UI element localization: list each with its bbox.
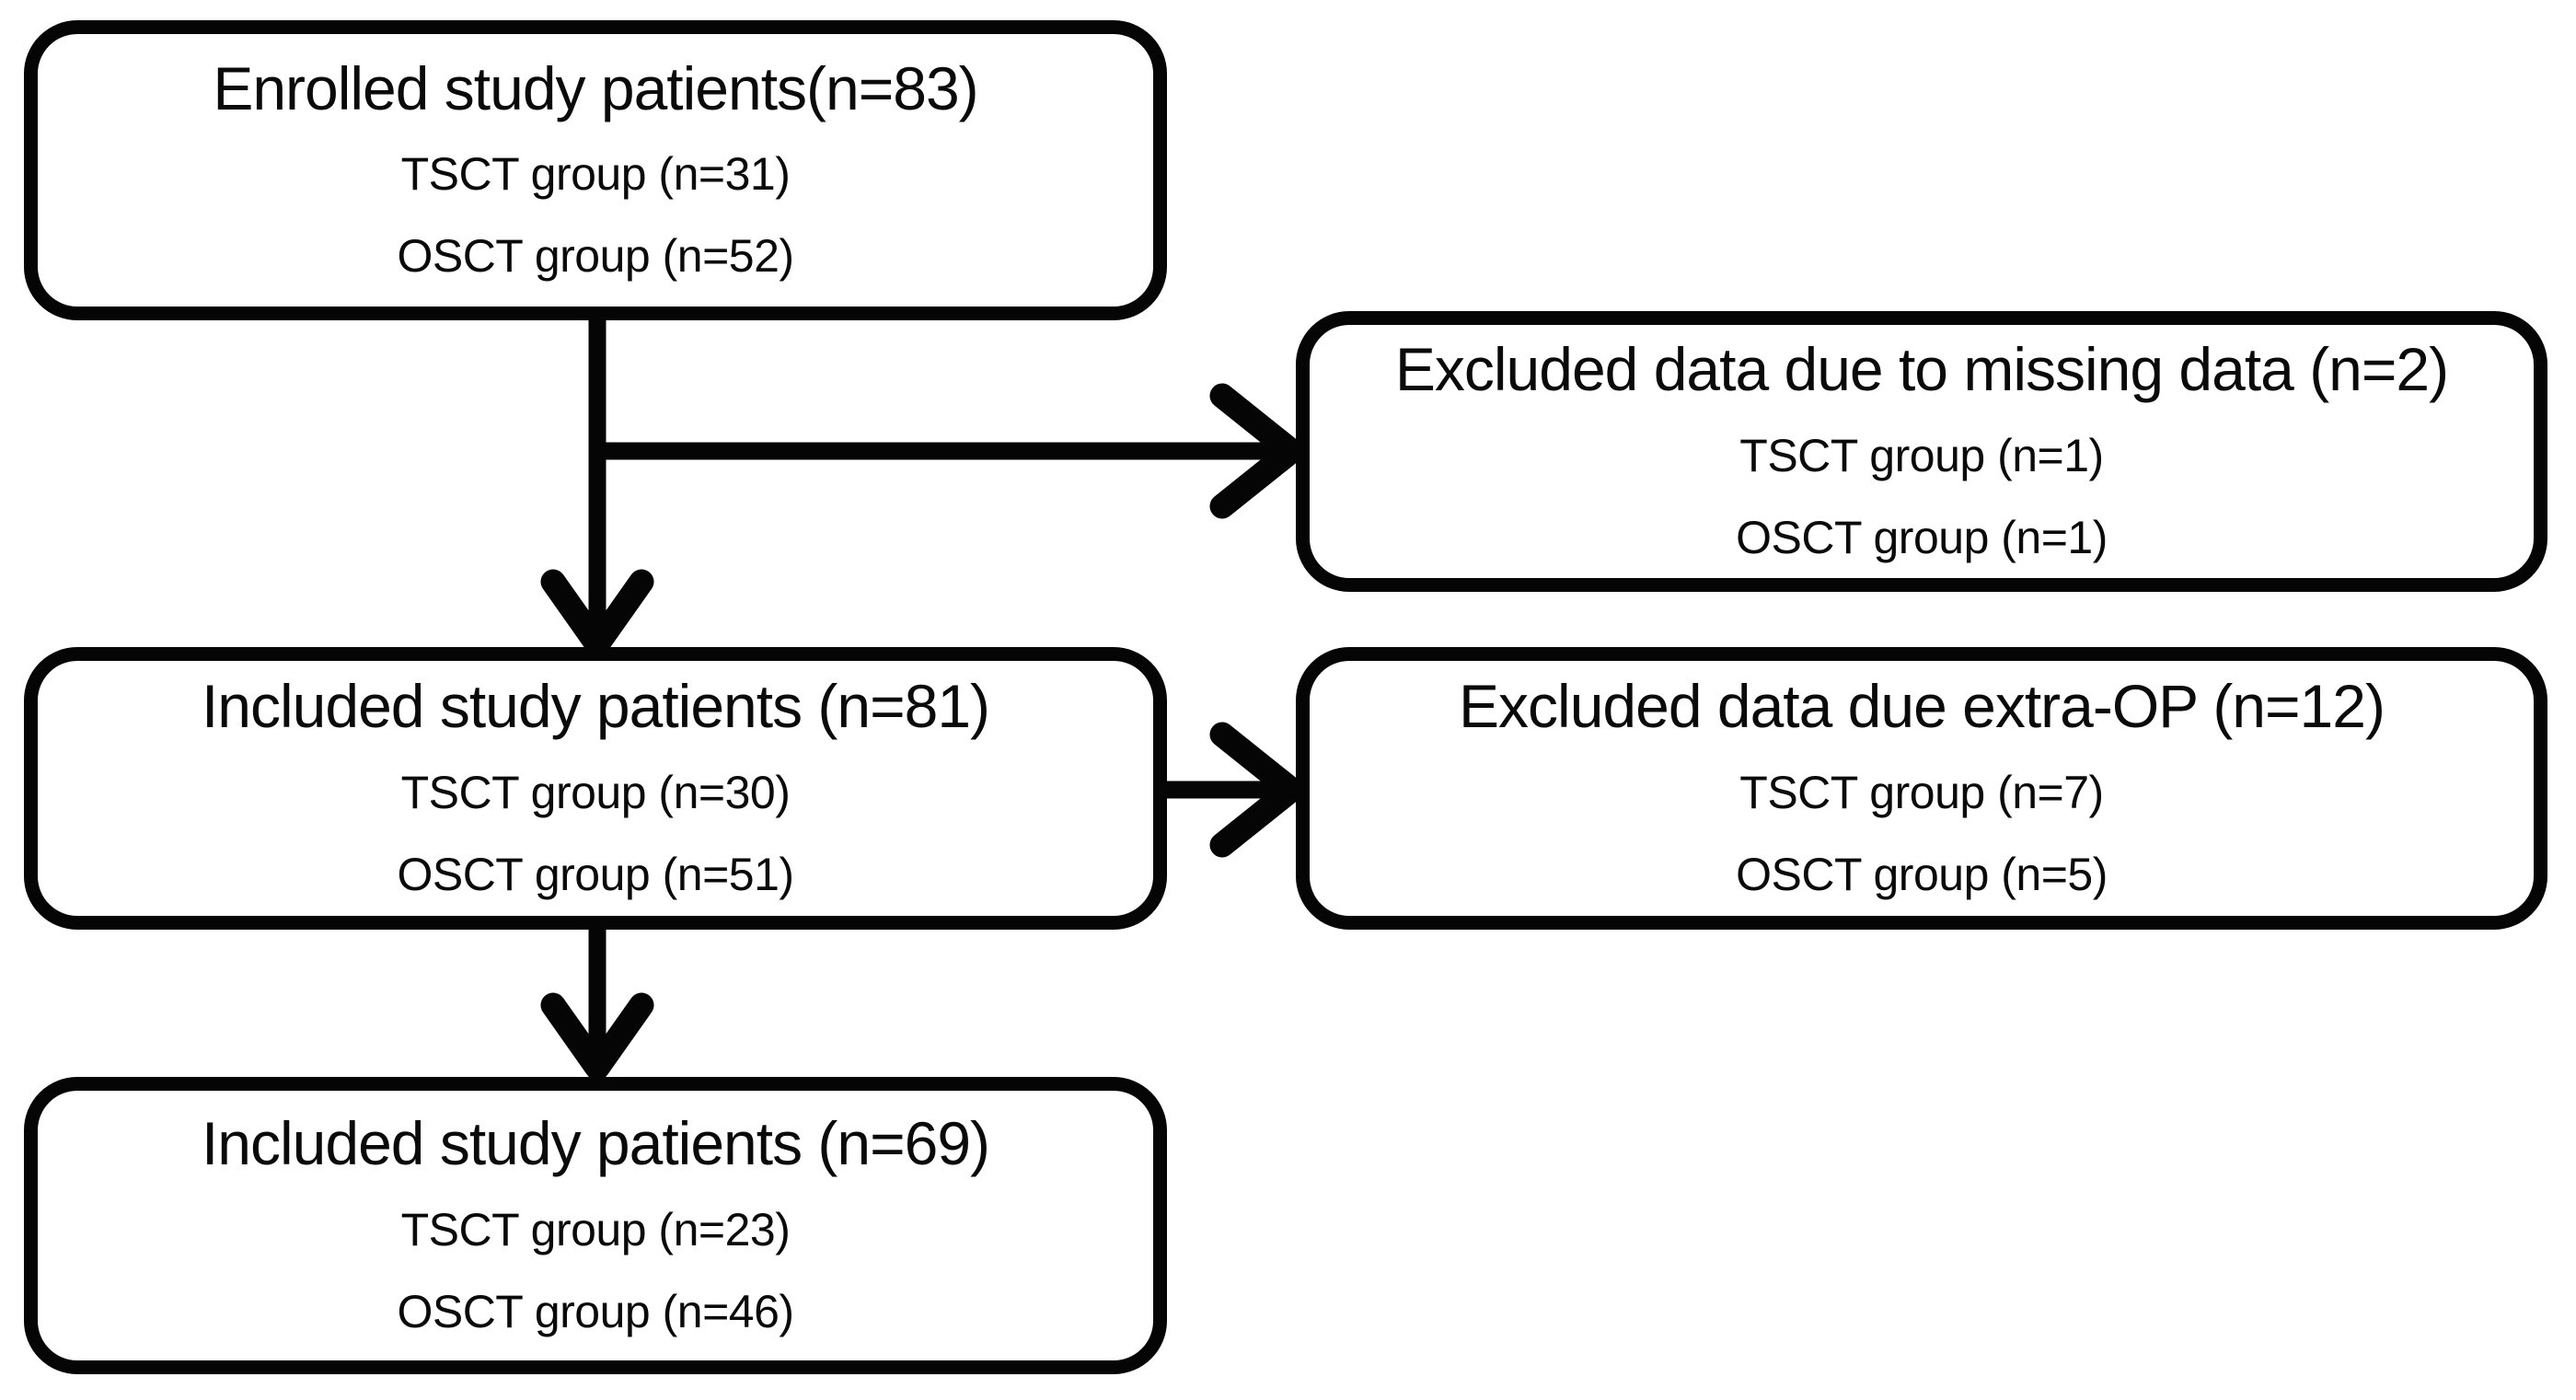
box-title: Included study patients (n=69): [201, 1109, 990, 1178]
arrow-down-2-head-icon: [540, 992, 654, 1081]
box-title: Excluded data due to missing data (n=2): [1394, 335, 2449, 404]
box-line-tsct: TSCT group (n=31): [400, 148, 791, 201]
box-line-tsct: TSCT group (n=1): [1739, 429, 2104, 481]
box-line-osct: OSCT group (n=52): [397, 230, 794, 283]
flow-box-excluded-missing-data: Excluded data due to missing data (n=2) …: [1296, 311, 2547, 592]
arrow-right-2-head-icon: [1209, 722, 1304, 858]
box-line-tsct: TSCT group (n=30): [400, 766, 791, 818]
box-line-osct: OSCT group (n=5): [1736, 848, 2108, 900]
box-line-osct: OSCT group (n=46): [397, 1285, 794, 1337]
box-line-osct: OSCT group (n=51): [397, 848, 794, 900]
arrow-right-1-head-icon: [1209, 383, 1304, 519]
box-line-osct: OSCT group (n=1): [1736, 511, 2108, 563]
box-title: Enrolled study patients(n=83): [213, 53, 978, 122]
box-title: Included study patients (n=81): [201, 672, 990, 741]
box-line-tsct: TSCT group (n=23): [400, 1203, 791, 1255]
box-title: Excluded data due extra-OP (n=12): [1459, 672, 2385, 741]
flow-box-included-69: Included study patients (n=69) TSCT grou…: [24, 1077, 1167, 1374]
box-line-tsct: TSCT group (n=7): [1739, 766, 2104, 818]
flow-box-enrolled: Enrolled study patients(n=83) TSCT group…: [24, 20, 1167, 320]
flow-box-included-81: Included study patients (n=81) TSCT grou…: [24, 647, 1167, 930]
flow-box-excluded-extra-op: Excluded data due extra-OP (n=12) TSCT g…: [1296, 647, 2547, 930]
arrow-down-1-head-icon: [540, 569, 654, 657]
